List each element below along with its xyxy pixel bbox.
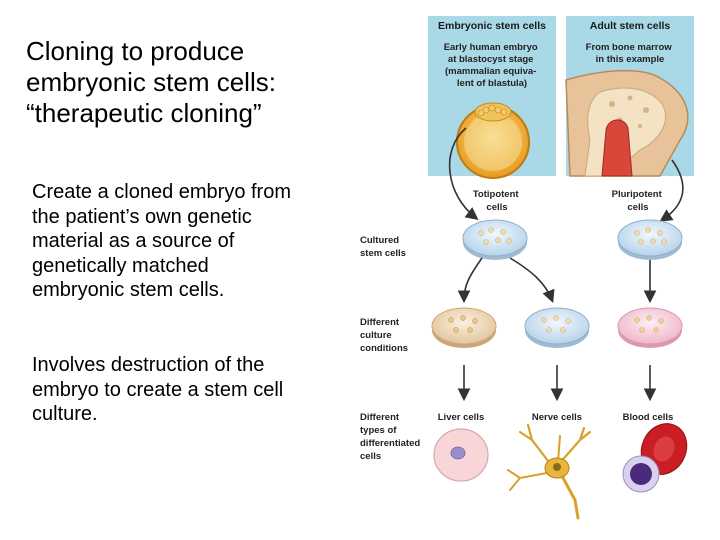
row-label-conditions: conditions — [360, 343, 408, 354]
body-paragraph-cloned-embryo: Create a cloned embryo from the patient’… — [32, 181, 292, 301]
arrow-to-tan-dish — [457, 257, 483, 304]
stem-cell-figure: Embryonic stem cells Early human embryo … — [360, 16, 694, 520]
row-label-differentiated: differentiated — [360, 438, 420, 449]
pluripotent-label: Pluripotent — [612, 189, 663, 200]
svg-text:Totipotent cells: Totipotent cells — [473, 189, 521, 213]
totipotent-label: Totipotent — [473, 189, 520, 200]
adult-stem-cell-panel: Adult stem cells From bone marrow in thi… — [565, 16, 694, 177]
culture-dish-pluripotent — [617, 219, 683, 260]
totipotent-label: cells — [486, 202, 507, 213]
svg-text:Different types of dif: Different types of differentiated cells — [360, 412, 423, 462]
svg-text:Early human embryo at bl: Early human embryo at blastocyst stage (… — [444, 42, 541, 89]
culture-dish-totipotent — [462, 219, 528, 260]
arrow-to-blue-dish — [509, 257, 555, 303]
embryonic-desc-line: at blastocyst stage — [448, 54, 534, 65]
row-label-differentiated: Different — [360, 412, 400, 423]
body-paragraph-destruction: Involves destruction of the embryo to cr… — [32, 354, 284, 425]
embryonic-desc-line: lent of blastula) — [457, 78, 527, 89]
cell-label-liver: Liver cells — [438, 412, 484, 423]
svg-text:Pluripotent cells: Pluripotent cells — [612, 189, 665, 213]
panel-header-adult: Adult stem cells — [590, 20, 671, 32]
embryonic-stem-cell-panel: Embryonic stem cells Early human embryo … — [428, 16, 556, 179]
adult-desc-line: in this example — [596, 54, 665, 65]
row-label-cultured: stem cells — [360, 248, 406, 259]
slide-title: Cloning to produce embryonic stem cells:… — [26, 36, 276, 128]
svg-text:Cultured stem cells: Cultured stem cells — [360, 235, 406, 259]
culture-dish-pink — [617, 307, 683, 348]
blastocyst-illustration — [456, 102, 530, 179]
svg-text:From bone marrow in this: From bone marrow in this example — [586, 42, 675, 65]
culture-dish-tan — [431, 307, 497, 348]
cell-label-blood: Blood cells — [623, 412, 674, 423]
pluripotent-label: cells — [627, 202, 648, 213]
row-label-conditions: culture — [360, 330, 392, 341]
culture-dish-blue — [524, 307, 590, 348]
row-label-differentiated: cells — [360, 451, 381, 462]
liver-cell-illustration — [433, 428, 489, 482]
cell-label-nerve: Nerve cells — [532, 412, 582, 423]
nerve-cell-illustration — [507, 423, 592, 520]
arrow-marrow-to-pluripotent — [659, 159, 684, 222]
bone-marrow-illustration — [565, 69, 689, 177]
blood-cells-illustration — [622, 423, 688, 493]
embryonic-desc-line: Early human embryo — [444, 42, 538, 53]
row-label-differentiated: types of — [360, 425, 397, 436]
adult-desc-line: From bone marrow — [586, 42, 673, 53]
panel-header-embryonic: Embryonic stem cells — [438, 20, 546, 32]
row-label-conditions: Different — [360, 317, 400, 328]
row-label-cultured: Cultured — [360, 235, 399, 246]
svg-text:Different culture cond: Different culture conditions — [360, 317, 408, 354]
embryonic-desc-line: (mammalian equiva- — [445, 66, 536, 77]
arrow-embryo-to-totipotent — [448, 127, 479, 220]
